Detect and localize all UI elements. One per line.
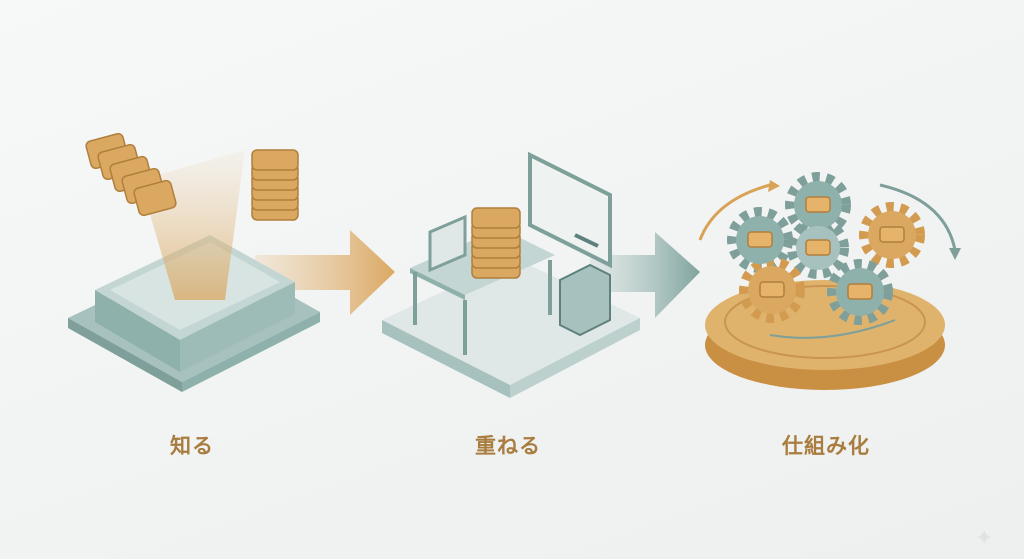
whiteboard-icon xyxy=(528,151,612,269)
arrow-right-icon xyxy=(590,232,700,318)
sparkle-icon: ✦ xyxy=(975,526,994,551)
step-label-stack: 重ねる xyxy=(475,434,541,458)
filing-cabinet-icon xyxy=(559,263,611,337)
monitor-icon xyxy=(428,214,467,273)
step-label-systematize: 仕組み化 xyxy=(782,434,870,458)
inbox-tray-icon xyxy=(68,132,320,392)
step-label-know: 知る xyxy=(170,434,214,458)
desk-workspace-icon xyxy=(382,151,640,398)
gears-platform-icon xyxy=(698,172,961,390)
arrow-right-icon xyxy=(255,230,395,315)
